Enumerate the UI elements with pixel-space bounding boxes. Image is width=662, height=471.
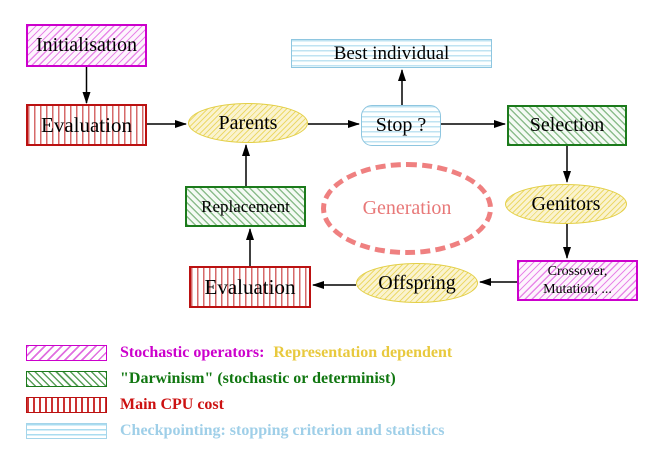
legend-row-checkpointing: Checkpointing: stopping criterion and st… [26, 422, 444, 440]
node-crossover-mutation: Crossover, Mutation, ... [517, 260, 638, 301]
legend-label-representation: Representation dependent [273, 344, 453, 361]
legend-row-cpu-cost: Main CPU cost [26, 396, 224, 414]
legend-label-darwinism: "Darwinism" (stochastic or determinist) [120, 370, 396, 387]
crossover-line1: Crossover, [547, 264, 608, 279]
legend-label-stochastic: Stochastic operators: [120, 344, 265, 361]
checkpointing-swatch [26, 423, 107, 439]
node-selection: Selection [507, 105, 627, 146]
stochastic-operators-swatch [26, 345, 107, 361]
node-evaluation-bottom: Evaluation [189, 266, 311, 308]
node-initialisation: Initialisation [26, 24, 147, 67]
legend-row-stochastic: Stochastic operators: Representation dep… [26, 344, 452, 362]
crossover-line2: Mutation, ... [543, 281, 612, 297]
node-replacement: Replacement [185, 186, 306, 227]
node-genitors: Genitors [505, 184, 627, 224]
cpu-cost-swatch [26, 397, 107, 413]
node-parents: Parents [188, 103, 308, 143]
darwinism-swatch [26, 371, 107, 387]
node-offspring: Offspring [356, 263, 478, 303]
legend-row-darwinism: "Darwinism" (stochastic or determinist) [26, 370, 396, 388]
node-evaluation-top: Evaluation [26, 104, 147, 146]
node-best-individual: Best individual [291, 39, 492, 68]
legend-label-checkpointing: Checkpointing: stopping criterion and st… [120, 422, 445, 439]
legend-label-cpu-cost: Main CPU cost [120, 396, 224, 413]
node-stop-condition: Stop ? [361, 105, 441, 146]
node-generation-loop: Generation [321, 162, 493, 255]
